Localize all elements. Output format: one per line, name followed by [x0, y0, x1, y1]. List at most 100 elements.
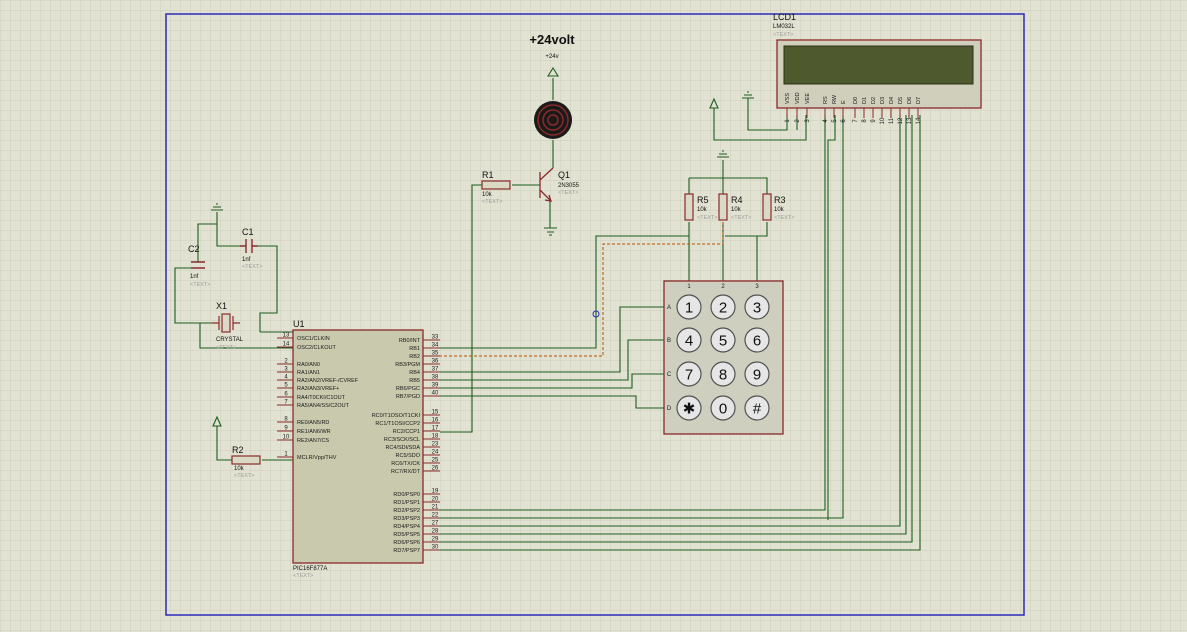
mcu-pin-name: RB1 — [409, 346, 420, 352]
wire-rowA-rb4[interactable] — [440, 306, 664, 373]
keypad-key-label: ✱ — [683, 401, 696, 418]
lcd-pin-number: 7 — [853, 119, 859, 123]
crystal-x1[interactable] — [212, 313, 240, 333]
mcu-pin-number: 7 — [284, 400, 288, 406]
lcd-model: LM032L — [773, 24, 795, 30]
keypad-key[interactable]: 6 — [744, 327, 770, 353]
keypad-key[interactable]: 5 — [710, 327, 736, 353]
mcu-pin-name: RC1/T1OSI/CCP2 — [375, 421, 420, 427]
wire-col2-rb2-selected[interactable] — [440, 222, 724, 357]
wire-d7-rd7[interactable] — [440, 115, 921, 551]
resistor-r4[interactable] — [718, 193, 728, 221]
lcd-pin-name: D7 — [916, 97, 922, 104]
mcu-pin-number: 14 — [283, 342, 290, 348]
resistor-r5[interactable] — [684, 193, 694, 221]
x1-ref: X1 — [216, 301, 227, 311]
keypad-key[interactable]: 4 — [676, 327, 702, 353]
lcd-ref: LCD1 — [773, 12, 796, 22]
wire-d6-rd6[interactable] — [440, 115, 913, 543]
wire-r1-rc2[interactable] — [440, 184, 482, 433]
r5-placeholder: <TEXT> — [697, 215, 717, 221]
mcu-pin-number: 5 — [284, 383, 288, 389]
lcd-pin-number: 8 — [862, 119, 868, 123]
lcd-pin-number: 9 — [871, 119, 877, 123]
wire-rowB-rb5[interactable] — [440, 339, 664, 381]
wire-d4-rd4[interactable] — [440, 115, 901, 527]
c2-placeholder: <TEXT> — [190, 282, 210, 288]
pic-mcu[interactable] — [292, 329, 424, 564]
supply-title: +24volt — [529, 32, 575, 47]
mcu-pin-number: 33 — [432, 335, 439, 341]
keypad-key[interactable]: 7 — [676, 361, 702, 387]
lcd-pin-number: 4 — [823, 119, 829, 123]
mclr-power-icon — [212, 415, 222, 427]
mcu-pin-name: RD3/PSP3 — [393, 516, 420, 522]
wire-pullup-bus[interactable] — [689, 177, 768, 194]
wire-col1-rb1[interactable] — [440, 235, 689, 349]
resistor-r2[interactable] — [231, 455, 261, 465]
wire-osc2[interactable] — [199, 323, 293, 349]
r3-placeholder: <TEXT> — [774, 215, 794, 221]
wire-rs-rd2[interactable] — [440, 115, 826, 511]
mcu-pin-name: RE1/AN6/WR — [297, 429, 331, 435]
wire-vdd-lcd[interactable] — [713, 108, 807, 141]
wire-e-rd3[interactable] — [440, 115, 844, 519]
wire-r3-col3[interactable] — [756, 222, 768, 281]
mcu-pin-name: RE0/AN5/RD — [297, 420, 329, 426]
keypad-key-label: 1 — [685, 300, 693, 317]
resistor-r1[interactable] — [481, 180, 511, 190]
lcd-vdd-power-icon — [709, 97, 719, 109]
wire-c2-x1[interactable] — [174, 267, 212, 324]
r2-value: 10k — [234, 466, 245, 472]
wire-vss-lcd[interactable] — [747, 98, 788, 131]
wire-c1-x1[interactable] — [258, 245, 278, 332]
keypad-key[interactable]: ✱ — [676, 395, 702, 421]
npn-transistor-icon[interactable] — [539, 167, 554, 202]
mcu-right-pins: 33RB0/INT34RB135RB236RB3/PGM37RB438RB539… — [372, 335, 440, 554]
capacitor-c2[interactable] — [191, 261, 205, 269]
lcd-pin-number: 6 — [841, 119, 847, 123]
resistor-r3[interactable] — [762, 193, 772, 221]
wires[interactable] — [174, 78, 921, 551]
keypad-key[interactable]: 3 — [744, 294, 770, 320]
lcd-pin-number: 5 — [832, 119, 838, 123]
ground-icon-pullups — [717, 150, 729, 158]
lcd-pin-name: D0 — [853, 97, 859, 104]
capacitor-c1[interactable] — [240, 239, 258, 253]
lcd-pins: VSS1VDD2VEE3RS4RW5E6D07D18D29D310D411D51… — [785, 92, 922, 124]
mcu-pin-name: RD2/PSP2 — [393, 508, 420, 514]
lcd-placeholder: <TEXT> — [773, 32, 793, 38]
motor-coil-icon[interactable] — [534, 101, 572, 139]
c1-placeholder: <TEXT> — [242, 264, 262, 270]
mcu-pin-name: RC5/SDO — [396, 453, 421, 459]
c1-value: 1nf — [242, 257, 251, 263]
wire-d5-rd5[interactable] — [440, 115, 907, 535]
x1-value: CRYSTAL — [216, 337, 244, 343]
keypad-key[interactable]: # — [744, 395, 770, 421]
wire-rowC-rb6[interactable] — [440, 373, 664, 389]
mcu-part: PIC16F877A — [293, 566, 327, 572]
r1-value: 10k — [482, 192, 493, 198]
keypad-col-label: 2 — [721, 284, 725, 290]
keypad-key[interactable]: 9 — [744, 361, 770, 387]
wire-rowD-rb7[interactable] — [440, 395, 664, 409]
lcd-pin-number: 12 — [898, 117, 904, 124]
lcd-screen — [783, 45, 974, 85]
keypad-key[interactable]: 1 — [676, 294, 702, 320]
mcu-pin-number: 36 — [432, 359, 439, 365]
wire-vcc-r2[interactable] — [216, 426, 232, 461]
mcu-pin-number: 20 — [432, 497, 439, 503]
lcd-module[interactable] — [776, 39, 982, 109]
mcu-pin-name: OSC1/CLKIN — [297, 336, 330, 342]
mcu-pin-name: RC3/SCK/SCL — [384, 437, 420, 443]
keypad-key[interactable]: 0 — [710, 395, 736, 421]
wire-gnd-c1[interactable] — [216, 224, 240, 247]
keypad-key[interactable]: 2 — [710, 294, 736, 320]
mcu-pin-number: 6 — [284, 392, 288, 398]
wire-gnd-c2[interactable] — [197, 212, 218, 262]
lcd-pin-name: D5 — [898, 97, 904, 104]
keypad-key[interactable]: 8 — [710, 361, 736, 387]
wire-rw[interactable] — [827, 115, 836, 520]
mcu-pin-name: RA5/AN4/SS/C2OUT — [297, 403, 350, 409]
